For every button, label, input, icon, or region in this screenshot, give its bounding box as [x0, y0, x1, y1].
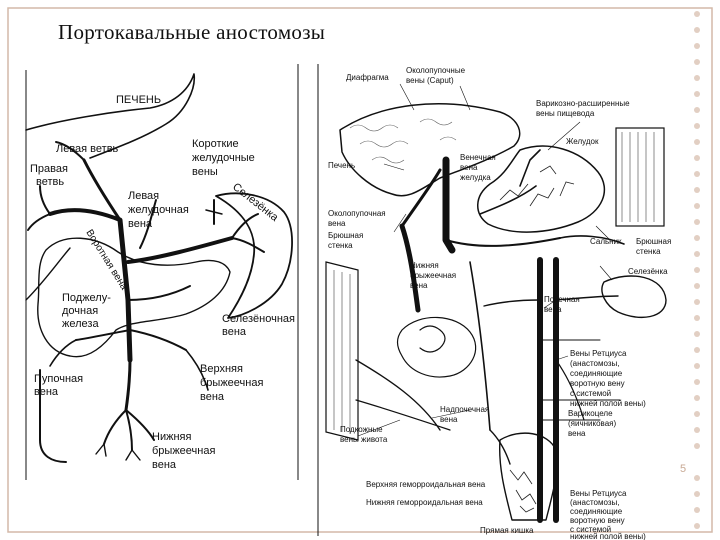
- label-varicose-line1: Варикозно-расширенные: [536, 99, 630, 108]
- label-short-gastric-line2: желудочные: [192, 152, 255, 164]
- label-retzius2-line1: Вены Ретциуса: [570, 489, 627, 498]
- label-spleen-right: Селезёнка: [628, 267, 668, 276]
- left-diagram-border: [25, 64, 299, 480]
- label-splenic-vein-line1: Селезёночная: [222, 313, 295, 325]
- label-inf-hemorrhoidal: Нижняя геморроидальная вена: [366, 498, 483, 507]
- label-inf-mesenteric-line3: вена: [152, 459, 177, 471]
- label-paraumbilical-line2: вена: [328, 219, 346, 228]
- label-retzius-line4: воротную вену: [570, 379, 625, 388]
- label-retzius-line6: нижней полой вены): [570, 399, 646, 408]
- label-left-gastric-line1: Левая: [128, 190, 159, 202]
- label-short-gastric-line1: Короткие: [192, 138, 239, 150]
- label-paraumbilical-top-line1: Околопупочные: [406, 66, 466, 75]
- label-varicocele-line1: Варикоцеле: [568, 409, 613, 418]
- spleen-outline: [215, 192, 293, 319]
- rectum-veins: [509, 469, 537, 513]
- label-paraumbilical-top-line2: вены (Caput): [406, 76, 454, 85]
- label-varicocele-line2: (яичниковая): [568, 419, 617, 428]
- label-retzius-line1: Вены Ретциуса: [570, 349, 627, 358]
- abdominal-wall-left: [325, 261, 359, 441]
- label-left-branch: Левая ветвь: [56, 143, 119, 155]
- label-paraumbilical-line1: Околопупочная: [328, 209, 386, 218]
- label-retzius2-line4: воротную вену: [570, 516, 625, 525]
- label-retzius-line2: (анастомозы,: [570, 359, 620, 368]
- stomach-veins: [499, 165, 575, 207]
- label-sup-mesenteric-line2: брыжеечная: [200, 377, 263, 389]
- label-abdominal-wall-left-line2: стенка: [328, 241, 353, 250]
- spleen-shape-right: [601, 275, 667, 319]
- label-retzius2-line2: (анастомозы,: [570, 498, 620, 507]
- label-pancreas-line2: дочная: [62, 305, 98, 317]
- label-adrenal-line1: Надпочечная: [440, 405, 489, 414]
- label-pancreas-line1: Поджелу-: [62, 292, 111, 304]
- label-diaphragm: Диафрагма: [346, 73, 389, 82]
- label-inf-mesenteric-right-line1: Нижняя: [410, 261, 439, 270]
- label-short-gastric-line3: вены: [192, 166, 218, 178]
- label-stomach: Желудок: [566, 137, 599, 146]
- label-right-branch-line2: ветвь: [36, 176, 64, 188]
- label-liver: ПЕЧЕНЬ: [116, 94, 161, 106]
- slide-title: Портокавальные аностомозы: [58, 20, 326, 44]
- stomach-shape: [477, 145, 606, 233]
- label-umbilical-line1: Пупочная: [34, 373, 83, 385]
- label-right-branch-line1: Правая: [30, 163, 68, 175]
- label-renal-line2: вена: [544, 305, 562, 314]
- label-liver-right: Печень: [328, 161, 355, 170]
- rectum-shape: [498, 432, 558, 521]
- label-pancreas-line3: железа: [62, 318, 99, 330]
- liver-texture: [349, 118, 457, 164]
- label-subcutaneous-line1: Подкожные: [340, 425, 383, 434]
- label-abdominal-wall-right-line1: Брюшная: [636, 237, 671, 246]
- label-umbilical-line2: вена: [34, 386, 59, 398]
- label-subcutaneous-line2: вены живота: [340, 435, 388, 444]
- label-retzius2-line3: соединяющие: [570, 507, 623, 516]
- label-retzius2-line5: с системой: [570, 525, 611, 534]
- label-coronary-line2: вена: [460, 163, 478, 172]
- label-left-gastric-line3: вена: [128, 218, 153, 230]
- abdominal-wall-right: [615, 127, 665, 227]
- caval-portal-vessels: [355, 149, 625, 523]
- label-abdominal-wall-right-line2: стенка: [636, 247, 661, 256]
- label-adrenal-line2: вена: [440, 415, 458, 424]
- label-sup-mesenteric-line3: вена: [200, 391, 225, 403]
- slide-number: 5: [680, 463, 686, 475]
- label-leader-lines: [357, 83, 613, 437]
- label-abdominal-wall-left-line1: Брюшная: [328, 231, 363, 240]
- label-rectum: Прямая кишка: [480, 526, 534, 535]
- label-coronary-line3: желудка: [460, 173, 491, 182]
- liver-outline: [25, 73, 195, 159]
- frame-dot-column: [694, 11, 700, 529]
- liver-lower-edge: [25, 247, 71, 301]
- intestine-loops: [396, 316, 477, 378]
- label-sup-hemorrhoidal: Верхняя геморроидальная вена: [366, 480, 486, 489]
- label-splenic-vein-line2: вена: [222, 326, 247, 338]
- label-inf-mesenteric-right-line2: брыжеечная: [410, 271, 456, 280]
- pancreas-outline: [37, 237, 231, 358]
- label-retzius2-line6: нижней полой вены): [570, 532, 646, 540]
- label-retzius-line5: с системой: [570, 389, 611, 398]
- label-inf-mesenteric-right-line3: вена: [410, 281, 428, 290]
- label-left-gastric-line2: желудочная: [128, 204, 189, 216]
- label-sup-mesenteric-line1: Верхняя: [200, 363, 243, 375]
- label-retzius-line3: соединяющие: [570, 369, 623, 378]
- label-coronary-line1: Венечная: [460, 153, 496, 162]
- portal-vein-tree: [27, 141, 265, 463]
- label-varicocele-line3: вена: [568, 429, 586, 438]
- label-omentum: Сальник: [590, 237, 622, 246]
- liver-shape: [339, 103, 521, 197]
- label-renal-line1: Почечная: [544, 295, 580, 304]
- label-inf-mesenteric-line1: Нижняя: [152, 431, 191, 443]
- label-inf-mesenteric-line2: брыжеечная: [152, 445, 215, 457]
- label-varicose-line2: вены пищевода: [536, 109, 595, 118]
